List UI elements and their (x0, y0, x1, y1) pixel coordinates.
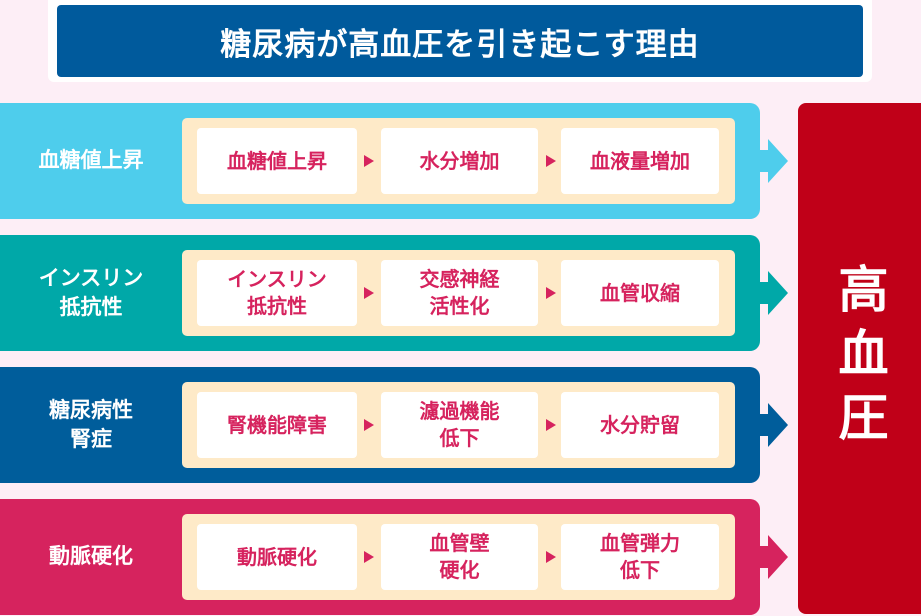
page-title: 糖尿病が高血圧を引き起こす理由 (57, 5, 863, 77)
result-hypertension: 高血圧 (798, 103, 921, 614)
cause-label: 血糖値上昇 (38, 148, 144, 173)
arrow-to-result-icon (758, 139, 788, 183)
cause-row-diabetic-nephropathy: 糖尿病性 腎症 腎機能障害 濾過機能 低下 水分貯留 (0, 367, 788, 483)
step-box: 血液量増加 (561, 128, 719, 194)
process-panel: 血糖値上昇 水分増加 血液量増加 (182, 118, 735, 204)
step-box: 腎機能障害 (197, 392, 357, 458)
arrow-right-icon (546, 287, 556, 299)
arrow-to-result-icon (758, 403, 788, 447)
step-box: 動脈硬化 (197, 524, 357, 590)
step-box: 血糖値上昇 (197, 128, 357, 194)
step-box: 血管壁 硬化 (381, 524, 538, 590)
arrow-to-result-icon (758, 271, 788, 315)
arrow-to-result-icon (758, 535, 788, 579)
cause-row-insulin-resistance: インスリン 抵抗性 インスリン 抵抗性 交感神経 活性化 血管収縮 (0, 235, 788, 351)
cause-row-arteriosclerosis: 動脈硬化 動脈硬化 血管壁 硬化 血管弾力 低下 (0, 499, 788, 615)
arrow-right-icon (364, 551, 374, 563)
cause-label: インスリン 抵抗性 (38, 265, 144, 319)
step-box: 濾過機能 低下 (381, 392, 538, 458)
step-box: 血管弾力 低下 (561, 524, 719, 590)
cause-label: 糖尿病性 腎症 (49, 397, 133, 451)
arrow-right-icon (364, 419, 374, 431)
step-box: 水分増加 (381, 128, 538, 194)
arrow-right-icon (364, 287, 374, 299)
step-box: 交感神経 活性化 (381, 260, 538, 326)
arrow-right-icon (546, 155, 556, 167)
cause-label: 動脈硬化 (49, 544, 133, 569)
step-box: 血管収縮 (561, 260, 719, 326)
process-panel: 動脈硬化 血管壁 硬化 血管弾力 低下 (182, 514, 735, 600)
cause-row-blood-sugar: 血糖値上昇 血糖値上昇 水分増加 血液量増加 (0, 103, 788, 219)
arrow-right-icon (546, 551, 556, 563)
process-panel: インスリン 抵抗性 交感神経 活性化 血管収縮 (182, 250, 735, 336)
arrow-right-icon (364, 155, 374, 167)
arrow-right-icon (546, 419, 556, 431)
step-box: インスリン 抵抗性 (197, 260, 357, 326)
process-panel: 腎機能障害 濾過機能 低下 水分貯留 (182, 382, 735, 468)
step-box: 水分貯留 (561, 392, 719, 458)
title-banner: 糖尿病が高血圧を引き起こす理由 (48, 0, 872, 82)
